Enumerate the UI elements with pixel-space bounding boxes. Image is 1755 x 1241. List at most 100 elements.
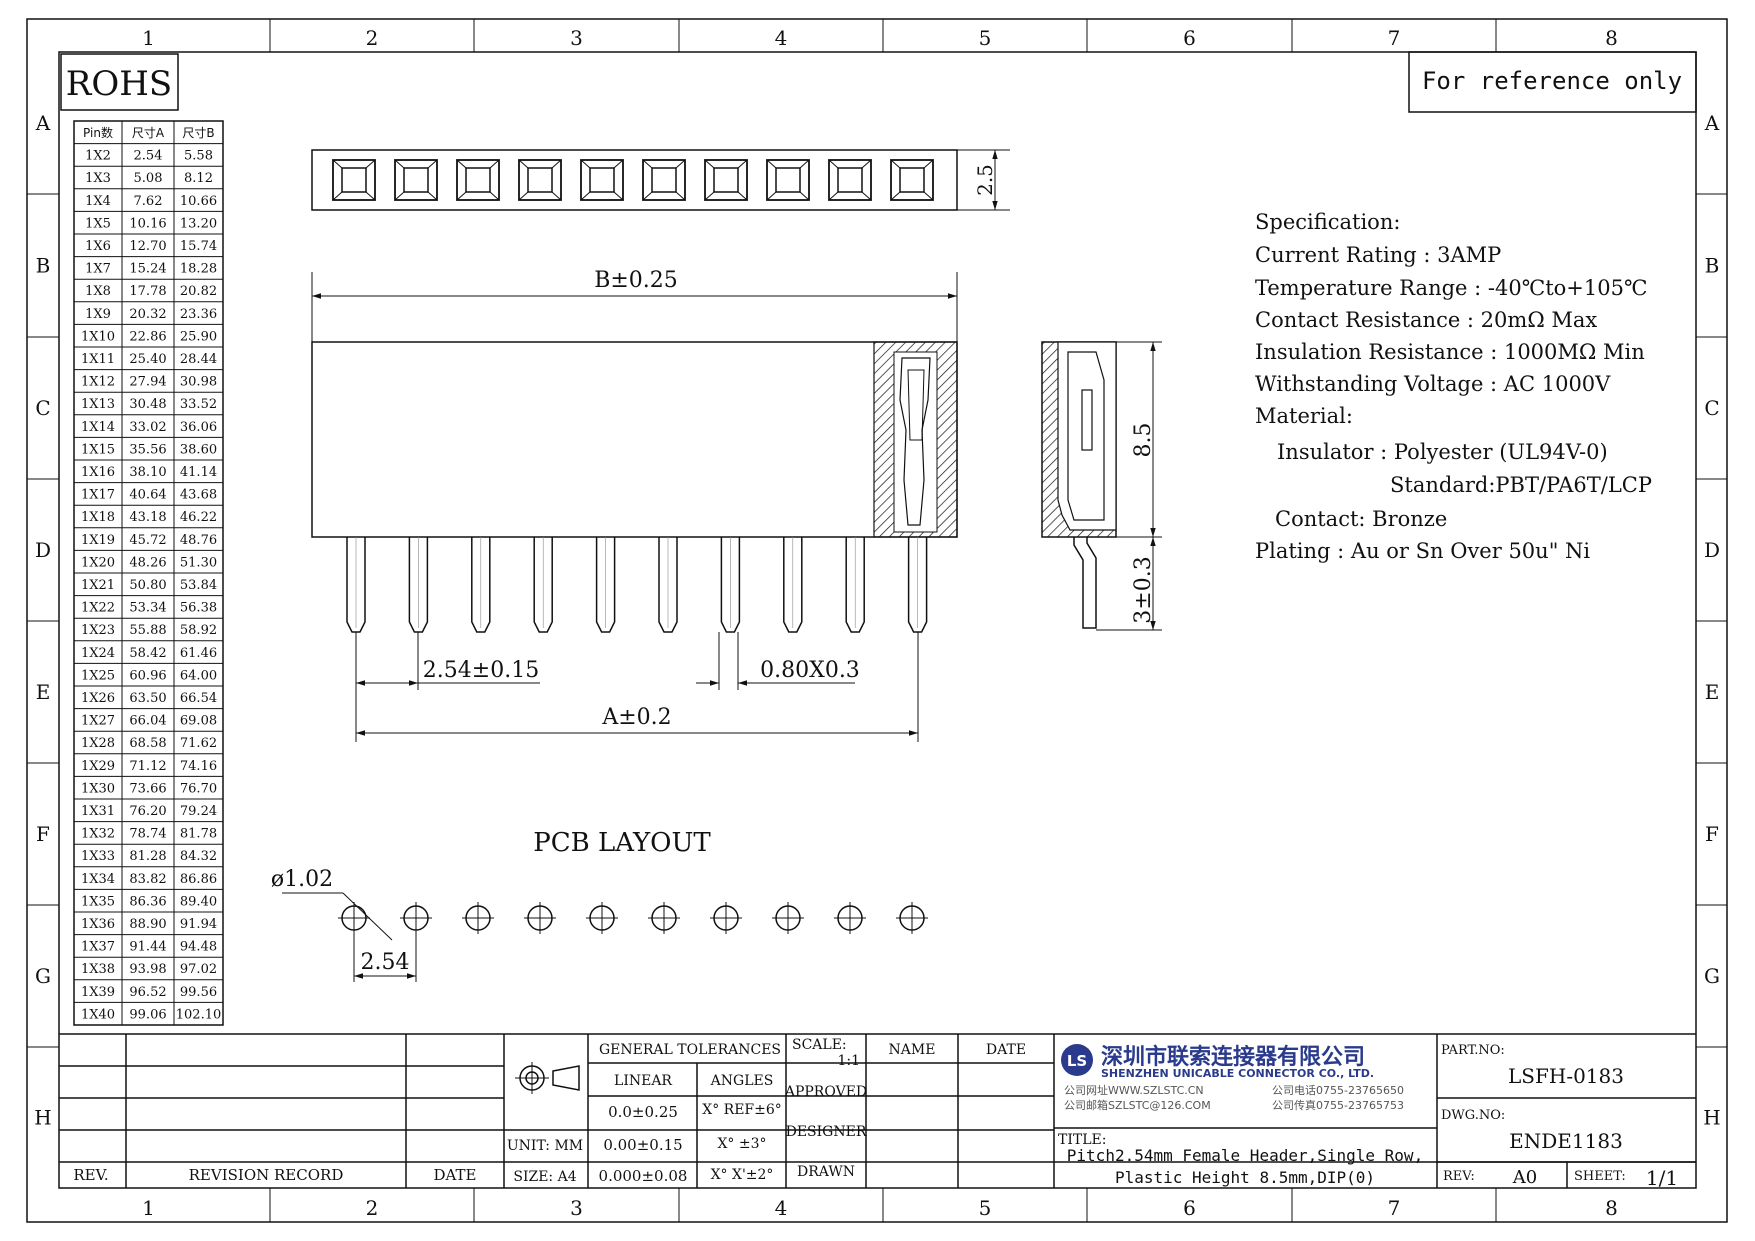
pin-table-cell: 48.26 (129, 555, 166, 570)
rev-value: A0 (1512, 1167, 1537, 1188)
zone-col-top-7: 7 (1388, 26, 1401, 50)
pin-table-cell: 71.12 (129, 759, 166, 774)
pin-table-cell: 1X29 (81, 759, 115, 774)
pin-table-cell: 23.36 (180, 307, 217, 322)
pin-table-cell: 1X11 (81, 352, 115, 367)
pin-table-cell: 53.84 (180, 578, 217, 593)
pin-table-cell: 61.46 (180, 646, 217, 661)
rev-label: REV: (1443, 1169, 1475, 1184)
zone-col-bottom-3: 3 (570, 1196, 583, 1220)
company-email: 公司邮箱SZLSTC@126.COM (1064, 1098, 1211, 1112)
reference-note: For reference only (1422, 67, 1682, 95)
dim-pin-span: A±0.2 (601, 705, 671, 730)
pin-table-cell: 102.10 (176, 1007, 222, 1022)
pin-table-cell: 99.06 (129, 1007, 166, 1022)
pin-table-cell: 1X15 (81, 442, 115, 457)
revision-record-label: REVISION RECORD (189, 1166, 344, 1184)
pin-table-cell: 36.06 (180, 420, 217, 435)
pin-table-cell: 8.12 (184, 171, 213, 186)
pin-table-cell: 1X26 (81, 691, 115, 706)
pin-table-cell: 50.80 (129, 578, 166, 593)
rev-col-label: REV. (73, 1166, 108, 1184)
front-pins (346, 537, 928, 633)
pin-table-cell: 1X5 (85, 216, 111, 231)
pin-table-cell: 1X37 (81, 940, 115, 955)
pin-table-cell: 1X4 (85, 194, 111, 209)
zone-row-left-A: A (35, 111, 51, 135)
zone-col-top-3: 3 (570, 26, 583, 50)
sheet-label: SHEET: (1574, 1169, 1626, 1184)
pin-table-cell: 1X18 (81, 510, 115, 525)
pin-table-cell: 58.42 (129, 646, 166, 661)
pin-table-cell: 1X16 (81, 465, 115, 480)
pin-table-cell: 46.22 (180, 510, 217, 525)
zone-col-top-1: 1 (142, 26, 155, 50)
zone-col-bottom-1: 1 (142, 1196, 155, 1220)
contact-slot (890, 159, 934, 201)
pin-table-cell: 1X40 (81, 1007, 115, 1022)
pin-table-cell: 10.16 (129, 216, 166, 231)
rohs-label: ROHS (66, 64, 172, 104)
pin-table-cell: 1X3 (85, 171, 111, 186)
company-fax: 公司传真0755-23765753 (1272, 1098, 1404, 1112)
spec-line: Current Rating : 3AMP (1255, 243, 1501, 267)
pin-table-cell: 1X7 (85, 262, 111, 277)
pin-table-cell: 1X34 (81, 872, 115, 887)
spec-line: Withstanding Voltage : AC 1000V (1255, 372, 1611, 396)
contact-slot (394, 159, 438, 201)
spec-line: Material: (1255, 404, 1353, 428)
pin-table-cell: 48.76 (180, 533, 217, 548)
pin-table-cell: 1X13 (81, 397, 115, 412)
pin-table-cell: 1X39 (81, 985, 115, 1000)
pin-table-cell: 15.74 (180, 239, 217, 254)
header-pin (471, 537, 491, 633)
pin-table-cell: 1X24 (81, 646, 115, 661)
dim-body-height: 8.5 (1131, 423, 1156, 458)
zone-row-right-C: C (1704, 396, 1719, 420)
side-view: 8.5 3±0.3 (1041, 341, 1162, 631)
company-name-cn: 深圳市联索连接器有限公司 (1101, 1044, 1365, 1070)
rohs-mark: ROHS (60, 53, 179, 111)
pin-table-cell: 1X19 (81, 533, 115, 548)
pin-table-cell: 1X12 (81, 375, 115, 390)
dwg-no-label: DWG.NO: (1441, 1108, 1505, 1123)
zone-col-bottom-8: 8 (1605, 1196, 1618, 1220)
spec-line: Standard:PBT/PA6T/LCP (1390, 473, 1652, 497)
pin-table-cell: 81.78 (180, 827, 217, 842)
pin-table-cell: 1X27 (81, 714, 115, 729)
header-pin (720, 537, 741, 633)
pin-table-cell: 93.98 (129, 962, 166, 977)
contact-slot (642, 159, 686, 201)
pin-table-cell: 1X20 (81, 555, 115, 570)
pin-table-cell: 66.04 (129, 714, 166, 729)
zone-col-bottom-4: 4 (775, 1196, 788, 1220)
pin-table-cell: 1X6 (85, 239, 111, 254)
name-col-label: NAME (889, 1042, 936, 1058)
company-name-en: SHENZHEN UNICABLE CONNECTOR CO., LTD. (1101, 1067, 1374, 1080)
dim-pin-length: 3±0.3 (1131, 556, 1156, 623)
pin-table-cell: 55.88 (129, 623, 166, 638)
pin-table-cell: 25.40 (129, 352, 166, 367)
zone-row-left-B: B (36, 254, 51, 278)
pin-table-cell: 22.86 (129, 329, 166, 344)
pin-table-cell: 58.92 (180, 623, 217, 638)
pin-table-cell: 99.56 (180, 985, 217, 1000)
title-line-1: Pitch2.54mm Female Header,Single Row, (1067, 1146, 1423, 1165)
pin-table-cell: 17.78 (129, 284, 166, 299)
zone-col-top-2: 2 (366, 26, 379, 50)
contact-slot (766, 159, 810, 201)
zone-col-bottom-5: 5 (979, 1196, 992, 1220)
pin-table-cell: 25.90 (180, 329, 217, 344)
company-website: 公司网址WWW.SZLSTC.CN (1064, 1083, 1204, 1097)
pin-table-cell: 1X32 (81, 827, 115, 842)
part-no-label: PART.NO: (1441, 1043, 1505, 1058)
pin-table-cell: 69.08 (180, 714, 217, 729)
pin-table-cell: 91.44 (129, 940, 166, 955)
pin-table-cell: 40.64 (129, 488, 166, 503)
header-pin (783, 537, 803, 633)
zone-row-right-B: B (1705, 254, 1720, 278)
pin-table-cell: 76.70 (180, 781, 217, 796)
header-pin (533, 537, 553, 633)
zone-row-right-D: D (1704, 538, 1720, 562)
